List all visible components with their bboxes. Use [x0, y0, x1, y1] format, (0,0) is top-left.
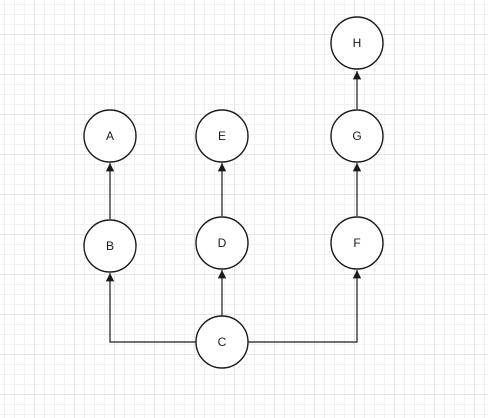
node-h-label: H [353, 36, 362, 50]
node-c[interactable]: C [195, 315, 249, 369]
node-a[interactable]: A [83, 109, 137, 163]
node-f[interactable]: F [330, 216, 384, 270]
node-d-label: D [218, 236, 227, 250]
node-e-label: E [218, 129, 226, 143]
node-a-label: A [106, 129, 114, 143]
node-g-label: G [352, 129, 361, 143]
node-f-label: F [353, 236, 360, 250]
node-d[interactable]: D [195, 216, 249, 270]
edge-c-to-f [248, 270, 362, 343]
node-g[interactable]: G [330, 109, 384, 163]
node-b[interactable]: B [83, 219, 137, 273]
node-c-label: C [218, 335, 227, 349]
node-e[interactable]: E [195, 109, 249, 163]
edge-c-to-b [105, 273, 196, 343]
node-b-label: B [106, 239, 114, 253]
node-h[interactable]: H [330, 16, 384, 70]
